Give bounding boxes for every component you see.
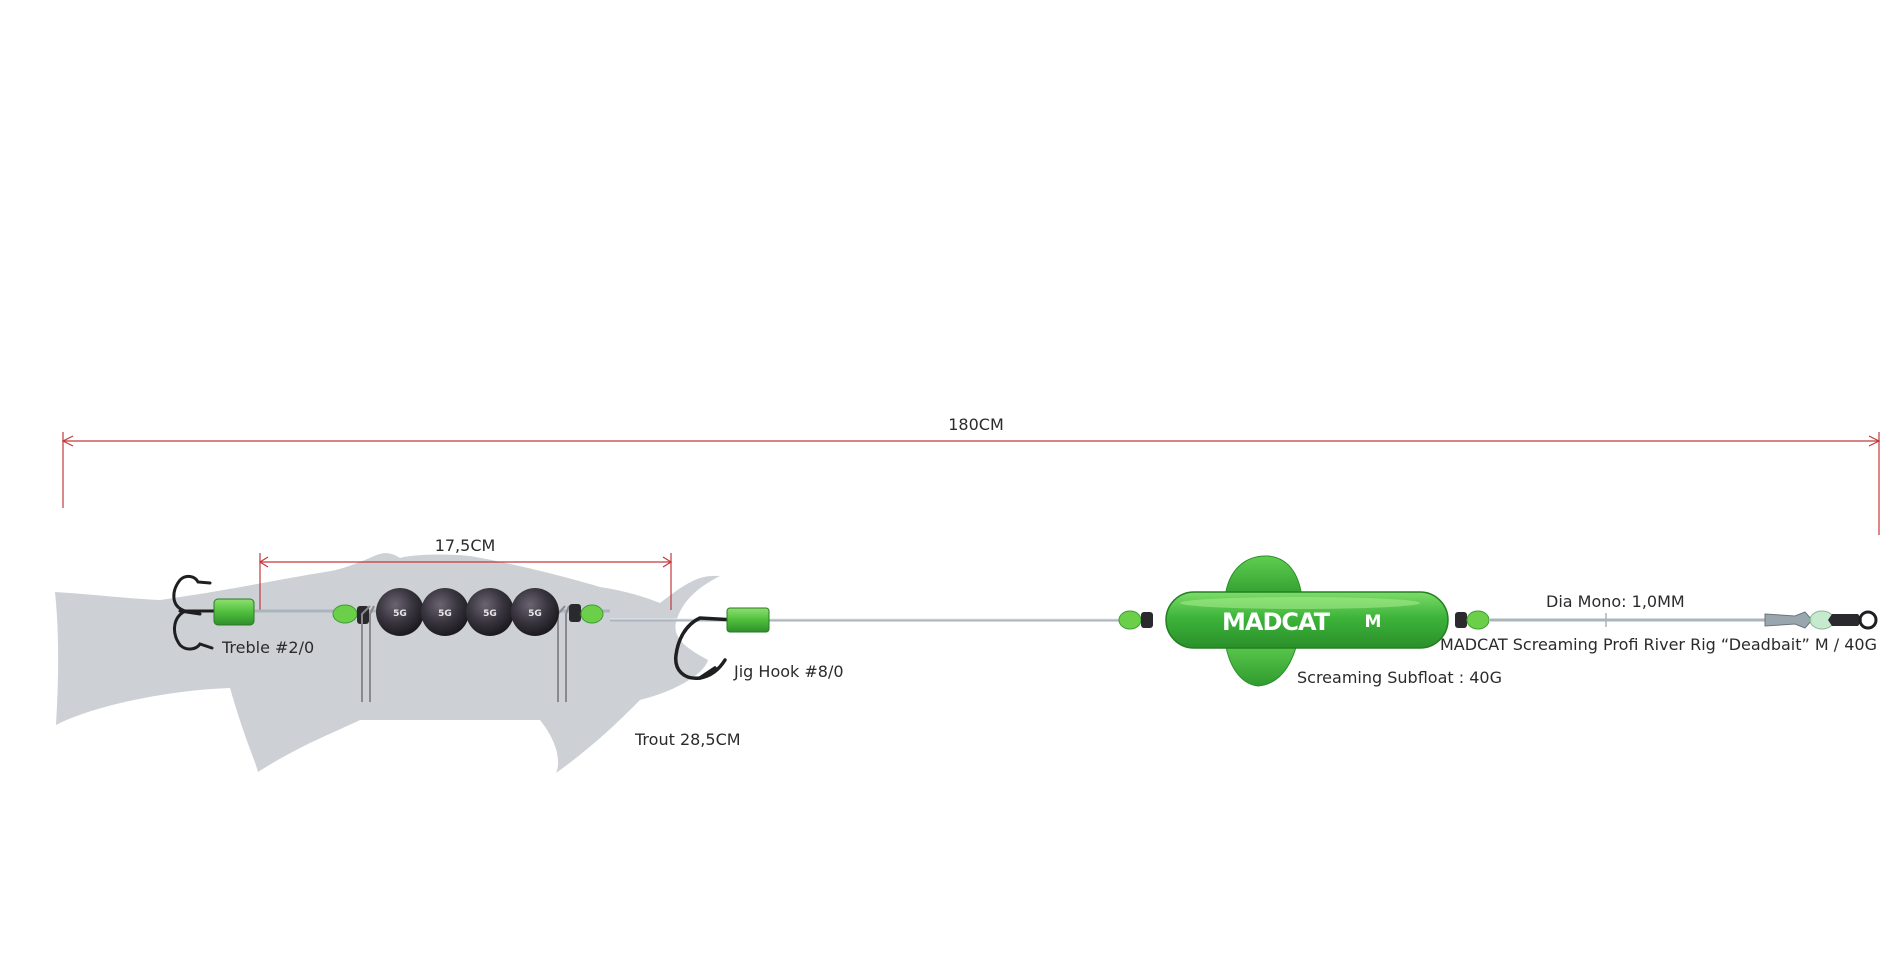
bead-weight-label: 5G — [438, 609, 452, 619]
green-bead — [1466, 610, 1490, 630]
green-bead — [1118, 610, 1142, 630]
crimp-sleeve — [1764, 611, 1813, 629]
treble-sleeve — [213, 598, 255, 626]
treble-hook — [172, 574, 217, 651]
trout-label: Trout 28,5CM — [634, 730, 741, 749]
rig-name-label: MADCAT Screaming Profi River Rig “Deadba… — [1440, 635, 1877, 654]
jig-hook — [674, 616, 737, 680]
subfloat: MADCAT M — [1118, 555, 1490, 687]
stopper — [569, 604, 581, 622]
subfloat-label: Screaming Subfloat : 40G — [1297, 668, 1502, 687]
stopper — [1455, 612, 1467, 628]
float-fin-bottom — [1224, 639, 1299, 687]
jig-hook-label: Jig Hook #8/0 — [733, 662, 844, 681]
float-fin-top — [1224, 555, 1303, 599]
lead-bead — [376, 588, 424, 636]
trout-silhouette — [55, 553, 720, 773]
mono-label: Dia Mono: 1,0MM — [1546, 592, 1685, 611]
total-length-dimension — [61, 432, 1881, 535]
stopper — [1141, 612, 1153, 628]
green-bead — [332, 604, 358, 624]
total-length-label: 180CM — [948, 415, 1004, 434]
lead-bead — [466, 588, 514, 636]
float-size: M — [1365, 612, 1382, 632]
lead-bead — [511, 588, 559, 636]
weight-section-label: 17,5CM — [435, 536, 496, 555]
bead-weight-label: 5G — [528, 609, 542, 619]
treble-label: Treble #2/0 — [221, 638, 314, 657]
float-brand: MADCAT — [1222, 608, 1331, 636]
weight-section-dimension — [258, 553, 673, 610]
lead-bead — [421, 588, 469, 636]
float-highlight — [1180, 597, 1420, 609]
swivel — [1764, 610, 1878, 630]
jig-hook-sleeve — [726, 607, 770, 633]
bead-weight-label: 5G — [483, 609, 497, 619]
lead-bead-group: 5G 5G 5G 5G — [376, 588, 559, 636]
bead-weight-label: 5G — [393, 609, 407, 619]
green-bead — [580, 604, 604, 624]
